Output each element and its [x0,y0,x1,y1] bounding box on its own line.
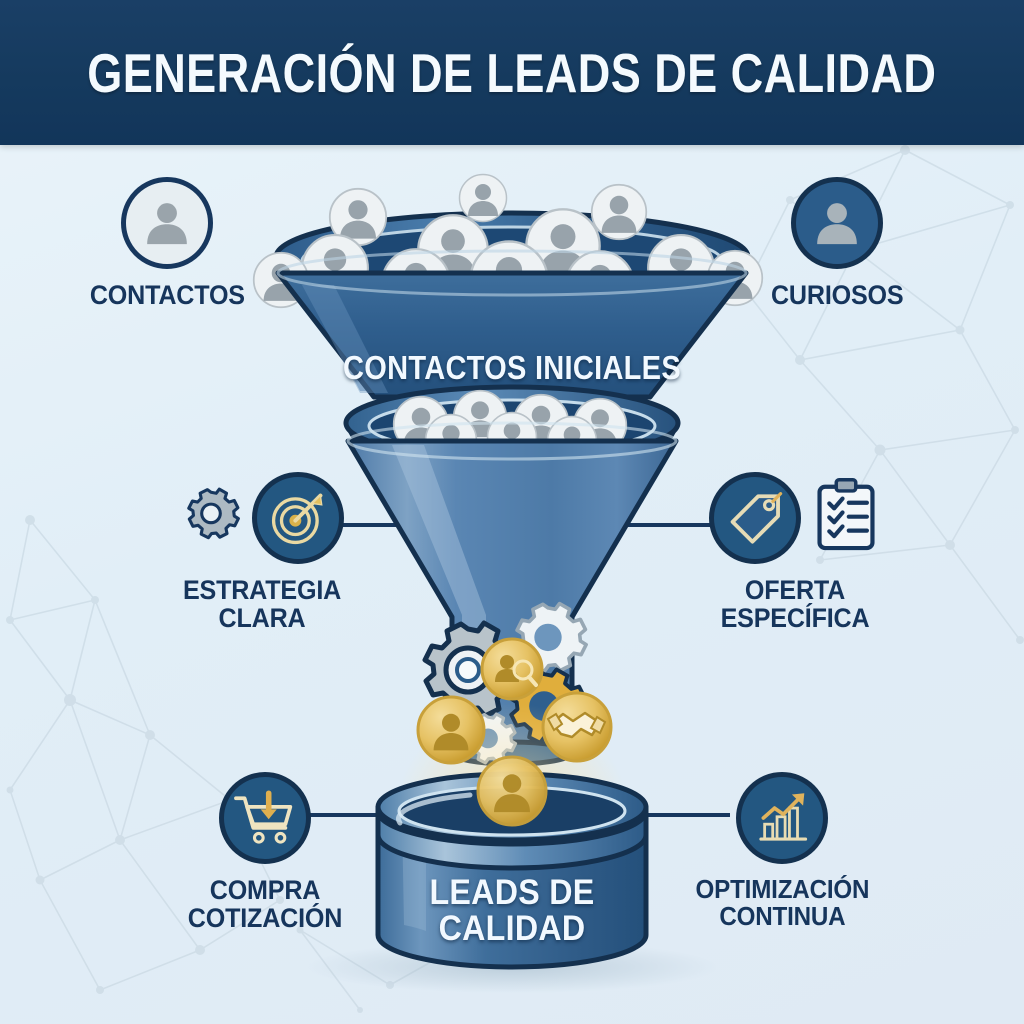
funnel-illustration [252,173,764,993]
person-circle-filled-icon[interactable] [791,177,883,269]
connector-compra-to-bin [296,813,386,817]
page-title: GENERACIÓN DE LEADS DE CALIDAD [87,41,937,104]
coin-person-icon-left [416,695,486,765]
coin-handshake-icon [541,691,613,763]
optimizacion-label: OPTIMIZACIÓN CONTINUA [695,874,869,932]
growth-bar-chart-icon[interactable] [736,772,828,864]
node-curiosos[interactable]: CURIOSOS [722,175,952,309]
estrategia-iconrow [180,470,344,566]
coin-person-search-icon [480,637,544,701]
connector-optimizacion-to-bin [640,813,730,817]
node-optimizacion-continua[interactable]: OPTIMIZACIÓN CONTINUA [648,770,916,930]
oferta-label: OFERTA ESPECÍFICA [721,576,870,632]
price-tag-icon[interactable] [709,472,801,564]
optimizacion-iconrow [736,770,828,866]
oferta-label-line2: ESPECÍFICA [720,603,870,634]
compra-iconrow [219,770,311,866]
contactos-iconrow [121,175,213,271]
estrategia-label-line1: ESTRATEGIA [182,575,342,605]
curiosos-iconrow [791,175,883,271]
target-dartboard-icon[interactable] [252,472,344,564]
node-estrategia-clara[interactable]: ESTRATEGIA CLARA [132,470,392,632]
oferta-iconrow [709,470,881,566]
compra-label-line2: COTIZACIÓN [187,903,343,934]
contactos-label: CONTACTOS [89,280,245,310]
optimizacion-label-line1: OPTIMIZACIÓN [695,874,869,904]
shopping-cart-download-icon[interactable] [219,772,311,864]
person-circle-outline-icon[interactable] [121,177,213,269]
compra-label: COMPRA COTIZACIÓN [187,875,343,934]
node-contactos[interactable]: CONTACTOS [52,175,282,309]
estrategia-label-line2: CLARA [218,603,306,634]
compra-label-line1: COMPRA [209,875,321,905]
node-compra-cotizacion[interactable]: COMPRA COTIZACIÓN [140,770,390,932]
curiosos-label: CURIOSOS [770,280,904,310]
header-banner: GENERACIÓN DE LEADS DE CALIDAD [0,0,1024,145]
estrategia-label: ESTRATEGIA CLARA [183,576,341,632]
funnel-graphic-area: CONTACTOS INICIALES LEADS DE CALIDAD CON… [0,145,1024,1024]
node-oferta-especifica[interactable]: OFERTA ESPECÍFICA [660,470,930,632]
connector-oferta-to-funnel [617,523,737,527]
optimizacion-label-line2: CONTINUA [718,901,846,932]
gear-icon [180,485,242,552]
connector-estrategia-to-funnel [288,523,408,527]
oferta-label-line1: OFERTA [744,575,846,605]
coin-person-icon-in-bin [476,755,548,827]
clipboard-checklist-icon [811,477,881,560]
